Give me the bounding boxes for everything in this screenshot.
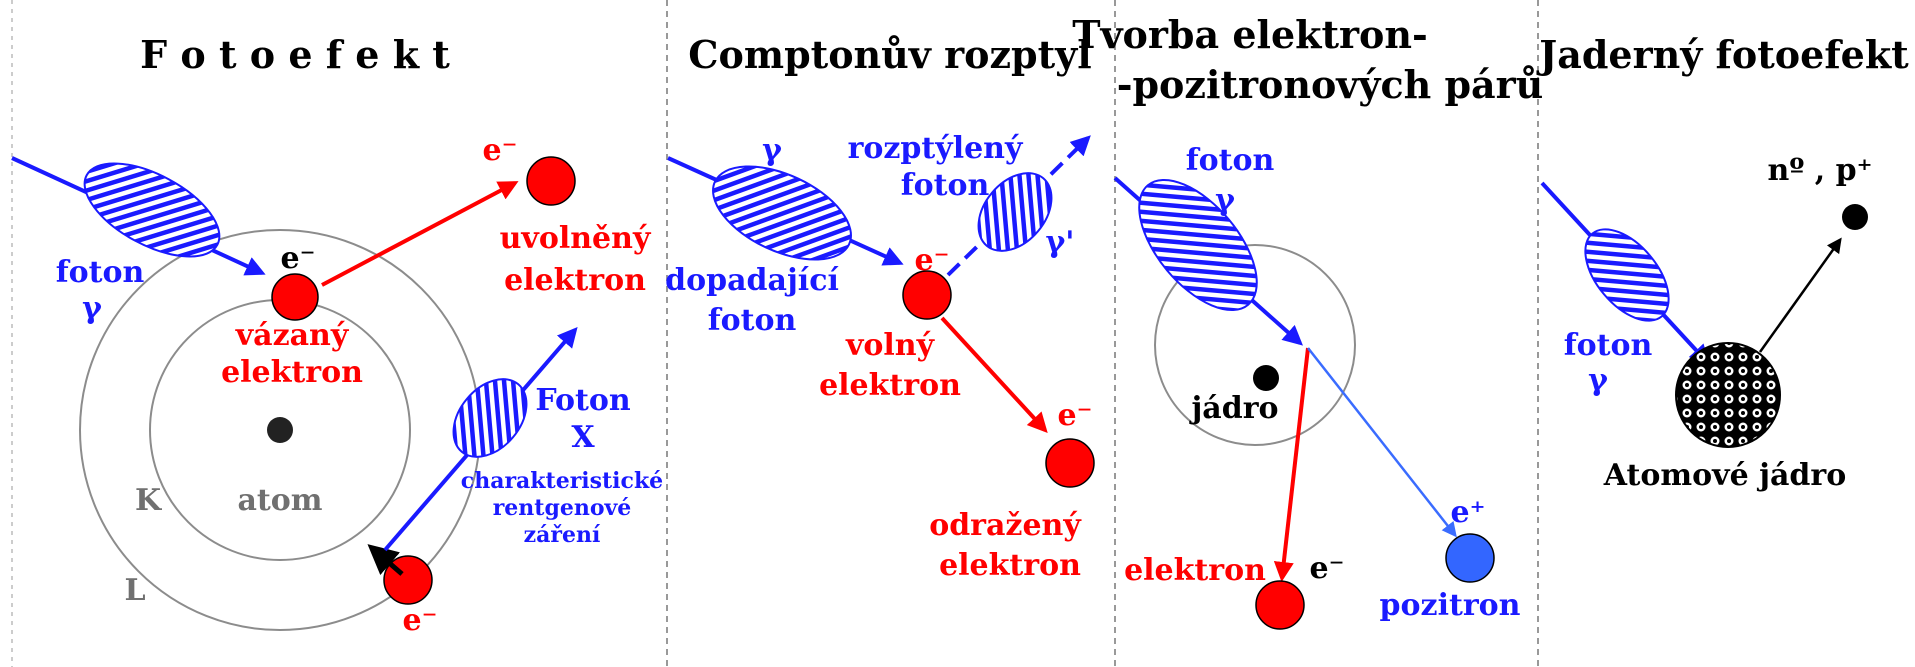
xray-label: X	[571, 420, 595, 455]
positron-track-arrow	[1307, 347, 1457, 538]
freed-electron	[526, 156, 576, 206]
panel-title: Tvorba elektron-	[1072, 12, 1428, 57]
atom-label: atom	[237, 483, 322, 518]
electron-symbol: e⁻	[1310, 551, 1345, 586]
emitted-particle-arrow	[1758, 237, 1842, 353]
freed-electron-symbol: e⁻	[483, 133, 518, 168]
freed-electron-arrow	[321, 181, 519, 287]
recoil-electron	[1045, 438, 1095, 488]
xray-description: záření	[524, 522, 601, 548]
photon-wavepacket	[1138, 178, 1258, 312]
panel-title: F o t o e f e k t	[140, 32, 450, 77]
free-electron-label: elektron	[819, 368, 961, 403]
free-electron-label: volný	[845, 328, 936, 363]
positron-symbol: e⁺	[1451, 495, 1486, 530]
panel-photoeffect: F o t o e f e k t atom K L foton γ e⁻ vá…	[11, 32, 663, 638]
xray-description: rentgenové	[493, 495, 632, 521]
panel-title: Jaderný fotoefekt	[1536, 32, 1909, 77]
panel-title: Comptonův rozptyl	[688, 32, 1091, 77]
photon-wavepacket	[712, 165, 852, 261]
photon-wavepacket	[83, 162, 221, 258]
incoming-gamma: γ	[762, 133, 782, 168]
freed-electron-label: elektron	[504, 263, 646, 298]
electron	[1255, 580, 1305, 630]
bound-electron-label: elektron	[221, 355, 363, 390]
photon-label: foton	[1564, 328, 1653, 363]
incoming-photon-label: dopadající	[665, 263, 839, 298]
scattered-photon-label: foton	[901, 168, 990, 203]
xray-description: charakteristické	[461, 468, 663, 494]
scattered-wavepacket	[977, 172, 1053, 252]
photon-label: foton	[56, 255, 145, 290]
electron-label: elektron	[1124, 553, 1266, 588]
recoil-electron-arrow	[940, 316, 1048, 433]
bound-electron-label: vázaný	[235, 318, 350, 353]
scattered-photon-label: rozptýlený	[848, 131, 1024, 166]
photon-gamma: γ	[82, 291, 102, 326]
bound-electron	[271, 273, 319, 321]
emitted-particle	[1842, 204, 1868, 230]
emitted-particles-label: nº , p⁺	[1768, 153, 1873, 188]
xray-label: Foton	[535, 383, 631, 418]
panel-compton: Comptonův rozptyl γ dopadající foton e⁻ …	[665, 32, 1095, 583]
photon-label: foton	[1186, 143, 1275, 178]
panel-pair-production: Tvorba elektron- -pozitronových párů jád…	[1072, 12, 1544, 630]
nucleus	[1253, 365, 1279, 391]
nucleus-field-circle	[1154, 244, 1356, 446]
freed-electron-label: uvolněný	[500, 221, 652, 256]
positron	[1445, 533, 1495, 583]
recoil-electron-symbol: e⁻	[1058, 398, 1093, 433]
xray-wavepacket	[452, 378, 528, 458]
free-electron	[902, 270, 952, 320]
panel-title: -pozitronových párů	[1117, 62, 1544, 107]
atomic-nucleus	[1675, 342, 1781, 448]
nucleus-label: Atomové jádro	[1603, 458, 1846, 493]
recoil-electron-label: elektron	[939, 548, 1081, 583]
shell-k-label: K	[135, 483, 162, 518]
recoil-electron-label: odražený	[929, 508, 1082, 543]
incoming-electron-symbol: e⁻	[403, 603, 438, 638]
shell-l-label: L	[124, 573, 145, 608]
positron-label: pozitron	[1380, 588, 1521, 623]
incoming-photon-label: foton	[708, 303, 797, 338]
photon-gamma: γ	[1215, 183, 1235, 218]
nucleus-label: jádro	[1188, 391, 1278, 426]
photon-wavepacket	[1584, 228, 1670, 322]
scattered-gamma: γ'	[1046, 225, 1075, 260]
electron-track-arrow	[1273, 347, 1310, 582]
free-electron-symbol: e⁻	[915, 243, 950, 278]
atom-nucleus	[267, 417, 293, 443]
panel-nuclear-photoeffect: Jaderný fotoefekt foton γ Atomové jádro …	[1536, 32, 1909, 493]
photon-gamma: γ	[1588, 363, 1608, 398]
electron-capture-arrow	[367, 544, 404, 576]
bound-electron-symbol: e⁻	[281, 241, 316, 276]
